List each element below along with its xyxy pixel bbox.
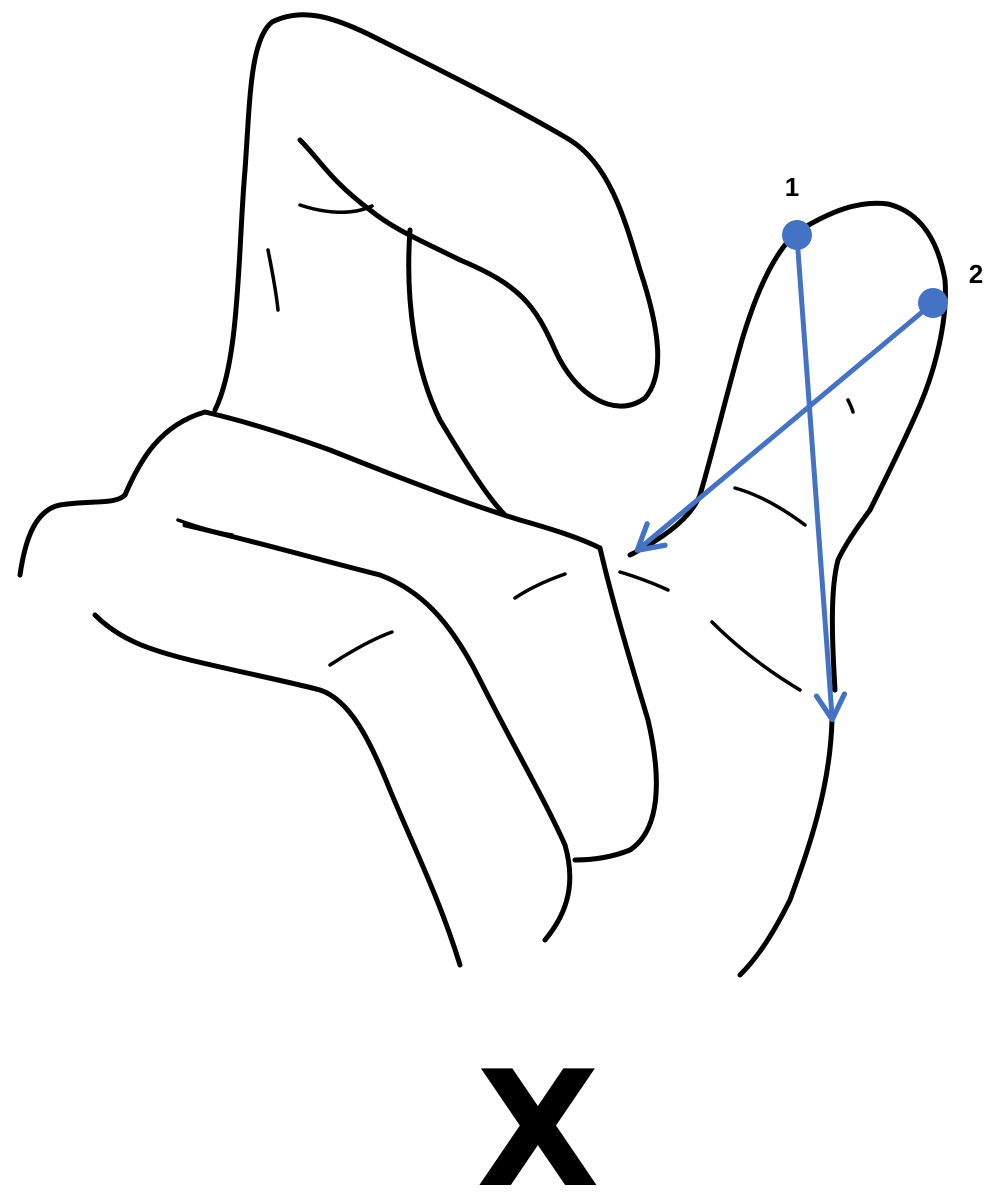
motion-arrows: [634, 220, 948, 723]
thumb-outline: [627, 200, 948, 693]
thumb-nail-mark: [846, 398, 855, 414]
ring-knuckle-crease: [328, 630, 394, 667]
stroke-2-arrow: [634, 300, 936, 553]
little-finger-outline: [92, 612, 463, 968]
ring-finger-crease: [176, 518, 234, 537]
ring-finger-outline: [17, 492, 573, 943]
index-finger-inner-crease: [298, 203, 374, 214]
palm-crease-2: [618, 570, 670, 592]
hand-outline: [17, 12, 948, 978]
stroke-2-start-dot: [918, 288, 948, 318]
palm-crease-4: [733, 486, 807, 527]
index-finger-back-mark: [266, 248, 280, 312]
stroke-label-1: 1: [785, 172, 799, 202]
index-finger-inner-line: [406, 227, 508, 518]
wrist-outline: [737, 717, 835, 978]
letter-caption: X: [476, 1036, 599, 1204]
stroke-1-start-dot: [782, 220, 812, 250]
stroke-1-arrow: [794, 234, 848, 723]
palm-crease-3: [710, 620, 802, 692]
stroke-label-2: 2: [969, 259, 983, 289]
middle-finger-outline: [122, 409, 659, 863]
palm-crease-1: [513, 572, 567, 600]
index-finger-outline: [212, 12, 661, 413]
